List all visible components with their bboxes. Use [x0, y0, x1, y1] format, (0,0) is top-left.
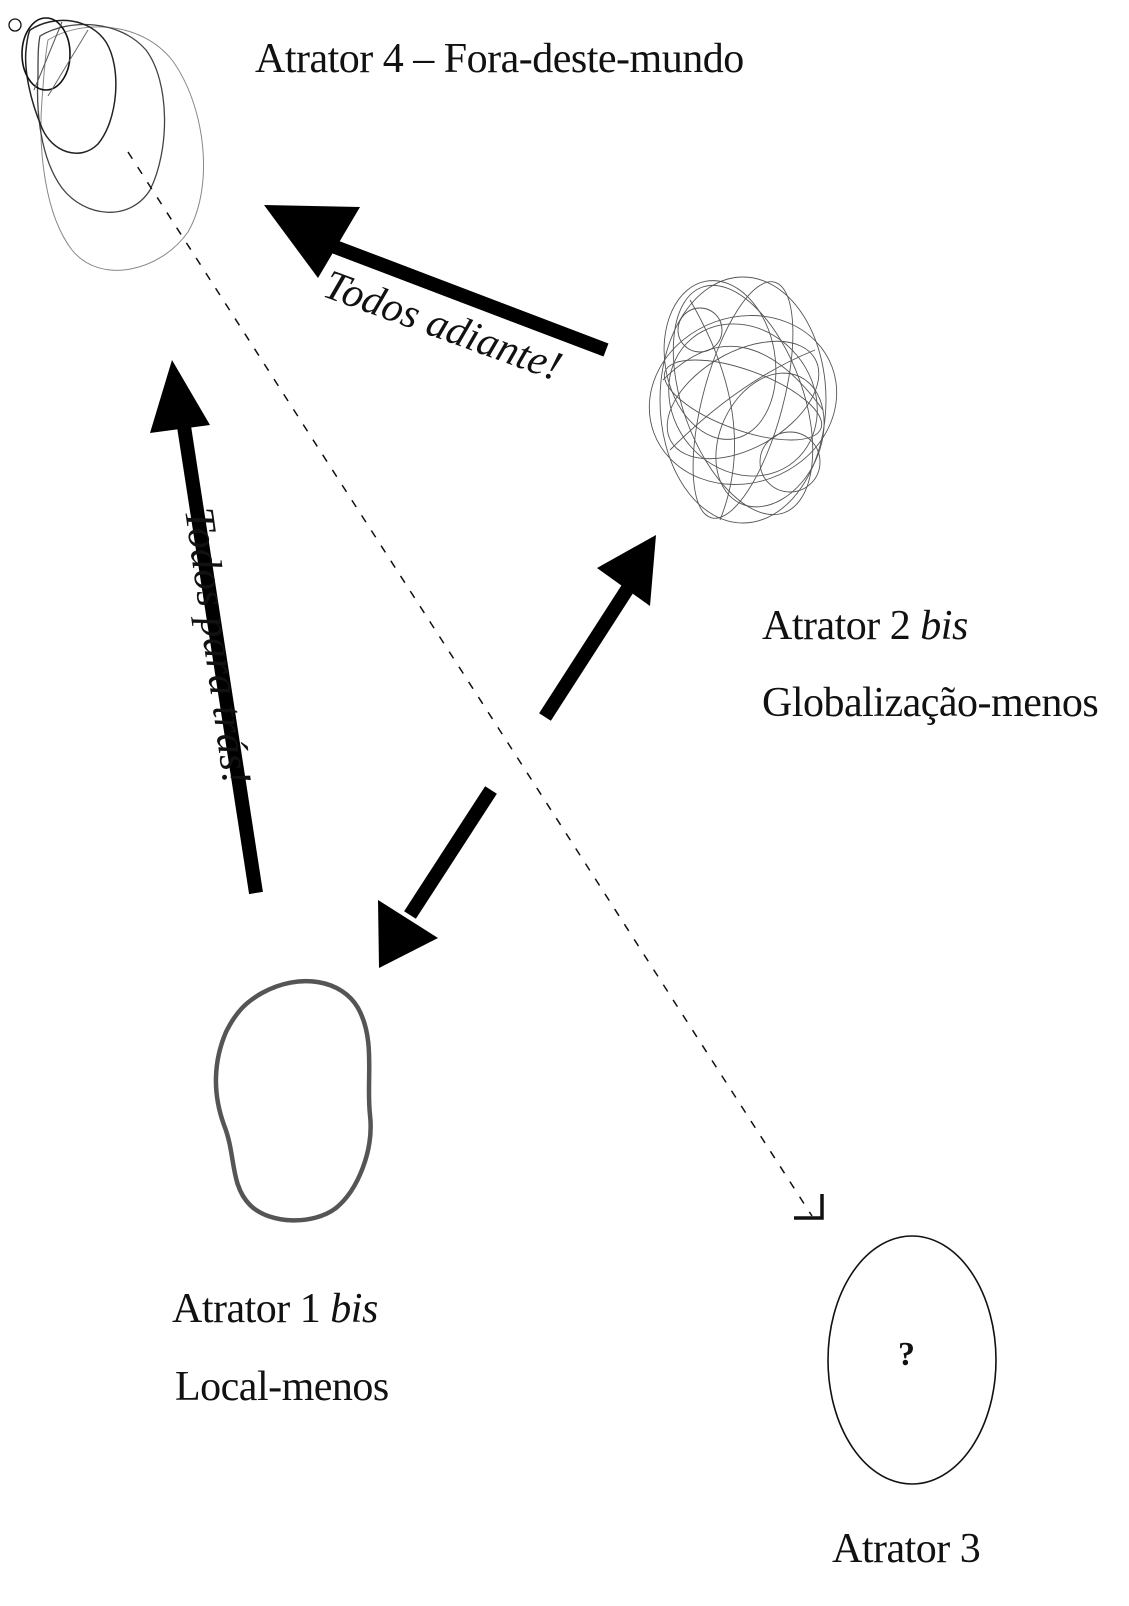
attractor-1-name: Local-menos [175, 1364, 389, 1410]
attractor-2-bis: bis [920, 603, 968, 649]
attractor-3-circle [827, 1235, 997, 1485]
arrow-forward [264, 205, 609, 357]
attractor-3-label: Atrator 3 [832, 1526, 981, 1572]
attractor-2-globe [648, 276, 838, 524]
double-arrow-1-2 [378, 535, 656, 968]
attractor-2-label: Atrator 2 bis [762, 605, 968, 647]
attractor-1-prefix: Atrator 1 [172, 1286, 331, 1332]
attractor-3-question-mark: ? [898, 1336, 915, 1373]
arrow-backward [150, 360, 263, 895]
attractor-4-label: Atrator 4 – Fora-deste-mundo [255, 36, 744, 82]
attractor-1-shape [213, 978, 373, 1223]
attractor-2-name: Globalização-menos [762, 680, 1099, 726]
dashed-trajectory-line [127, 151, 813, 1217]
attractor-2-prefix: Atrator 2 [762, 603, 921, 649]
attractor-1-label: Atrator 1 bis [172, 1288, 378, 1330]
attractor-4-shape [8, 17, 204, 271]
attractor-1-bis: bis [330, 1286, 378, 1332]
dashed-arrow-head [794, 1194, 824, 1220]
